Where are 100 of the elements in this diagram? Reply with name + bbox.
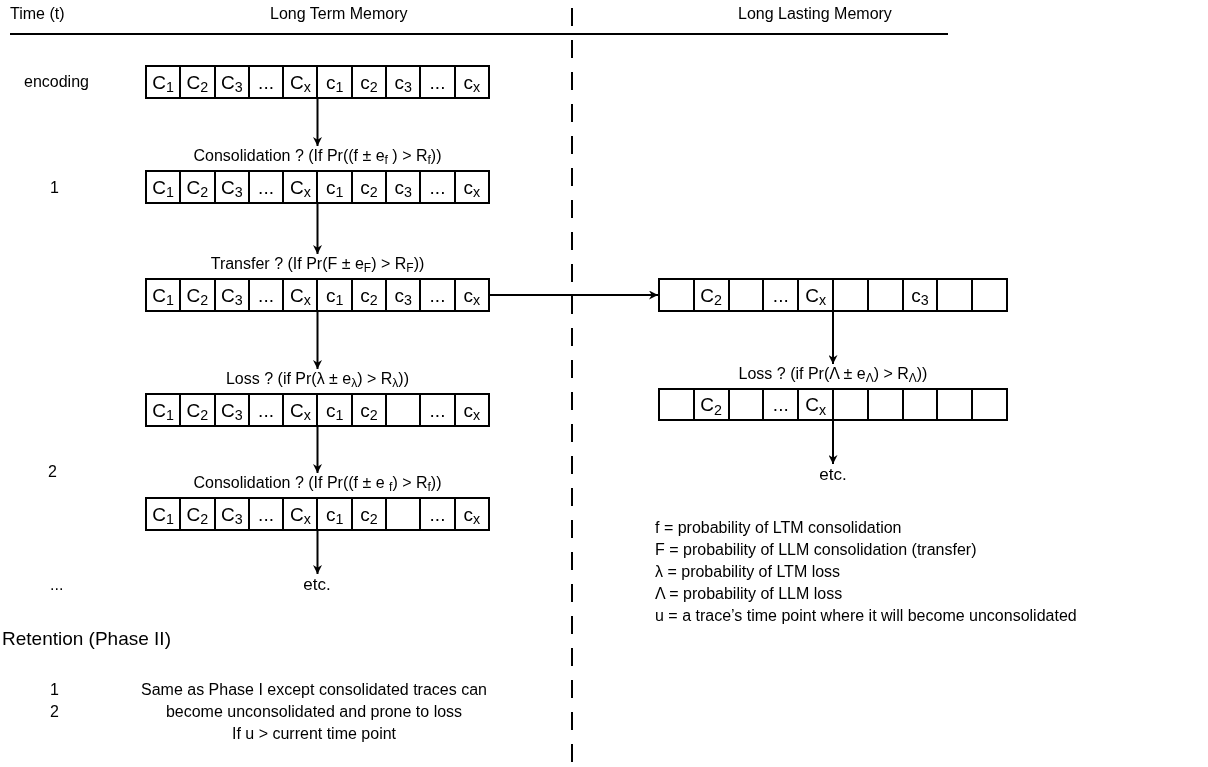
memory-cell: C$_{3}$ <box>213 497 250 531</box>
memory-cell <box>832 388 869 421</box>
memory-cell <box>936 278 974 312</box>
memory-cell: ... <box>247 170 285 204</box>
memory-cell <box>385 393 422 427</box>
memory-cell <box>866 278 904 312</box>
condition-label: Loss ? (if Pr(λ ± e$_{λ}$) > R$_{λ}$)) <box>225 369 409 389</box>
memory-cell: c$_{1}$ <box>316 497 353 531</box>
memory-cell: C$_{2}$ <box>179 393 216 427</box>
memory-cell: c$_{x}$ <box>453 65 490 99</box>
memory-array <box>145 146 490 204</box>
memory-cell: C$_{x}$ <box>282 170 319 204</box>
memory-cell: ... <box>762 388 800 421</box>
text-label: F = probability of LLM consolidation (transfer) <box>655 540 977 560</box>
memory-cell <box>971 388 1008 421</box>
text-label: f = probability of LTM consolidation <box>655 518 902 538</box>
text-label: 2 <box>50 702 59 722</box>
memory-cell: c$_{x}$ <box>453 497 490 531</box>
memory-cell: ... <box>247 278 285 312</box>
memory-cell: c$_{2}$ <box>350 393 388 427</box>
column-header: Long Lasting Memory <box>738 4 892 24</box>
memory-cell <box>727 388 765 421</box>
condition-label: Loss ? (if Pr(Λ ± e$_{Λ}$) > R$_{Λ}$)) <box>738 364 928 384</box>
memory-array <box>658 364 1008 421</box>
memory-cell: C$_{2}$ <box>692 278 730 312</box>
memory-cell: ... <box>419 393 456 427</box>
memory-cell: c$_{3}$ <box>385 65 422 99</box>
memory-cell: C$_{3}$ <box>213 170 250 204</box>
memory-cell: ... <box>419 497 456 531</box>
column-header: Long Term Memory <box>270 4 408 24</box>
continuation-text: etc. <box>819 464 847 486</box>
memory-cell <box>658 278 695 312</box>
continuation-text: etc. <box>303 574 331 596</box>
memory-cell: ... <box>419 65 456 99</box>
memory-cell: c$_{2}$ <box>350 278 388 312</box>
memory-cell: C$_{x}$ <box>282 393 319 427</box>
arrow <box>313 530 322 575</box>
memory-cell: c$_{3}$ <box>901 278 939 312</box>
memory-cell: ... <box>419 170 456 204</box>
memory-cell: C$_{1}$ <box>145 497 182 531</box>
memory-cell: ... <box>247 497 285 531</box>
memory-cell: ... <box>247 393 285 427</box>
text-label: encoding <box>24 72 89 92</box>
memory-array <box>145 369 490 427</box>
memory-cell: C$_{3}$ <box>213 65 250 99</box>
arrow <box>313 98 322 147</box>
memory-cell: c$_{1}$ <box>316 278 353 312</box>
text-label: 1 <box>50 178 59 198</box>
memory-array <box>145 473 490 531</box>
memory-cell: c$_{3}$ <box>385 278 422 312</box>
arrow <box>828 311 838 365</box>
arrow <box>313 311 322 370</box>
arrow <box>489 290 659 300</box>
memory-cell: C$_{x}$ <box>797 388 834 421</box>
memory-cell: ... <box>762 278 800 312</box>
arrow <box>313 426 322 474</box>
memory-cell <box>866 388 904 421</box>
condition-label: Transfer ? (If Pr(F ± e$_{F}$) > R$_{F}$)) <box>210 254 425 274</box>
memory-cell: C$_{1}$ <box>145 278 182 312</box>
memory-cell: c$_{2}$ <box>350 65 388 99</box>
text-label: 1 <box>50 680 59 700</box>
memory-cell: c$_{1}$ <box>316 393 353 427</box>
memory-cell: C$_{x}$ <box>797 278 834 312</box>
memory-cell <box>727 278 765 312</box>
column-header: Time (t) <box>10 4 65 24</box>
memory-array <box>145 254 490 312</box>
text-label: become unconsolidated and prone to loss <box>164 702 464 722</box>
memory-cell <box>658 388 695 421</box>
arrow <box>828 420 838 465</box>
memory-cell: C$_{2}$ <box>179 170 216 204</box>
text-label: If u > current time point <box>230 724 398 744</box>
memory-cell <box>901 388 939 421</box>
memory-cell: C$_{2}$ <box>179 278 216 312</box>
memory-cell: C$_{2}$ <box>692 388 730 421</box>
memory-cell: C$_{2}$ <box>179 65 216 99</box>
memory-cell: C$_{x}$ <box>282 278 319 312</box>
memory-cell <box>385 497 422 531</box>
text-label: Retention (Phase II) <box>2 627 171 651</box>
memory-cell: C$_{1}$ <box>145 393 182 427</box>
memory-cell: c$_{x}$ <box>453 170 490 204</box>
memory-cell <box>971 278 1008 312</box>
memory-cell: c$_{1}$ <box>316 65 353 99</box>
memory-cell: C$_{2}$ <box>179 497 216 531</box>
text-label: Λ = probability of LLM loss <box>655 584 843 604</box>
memory-array <box>145 65 490 99</box>
text-label: ... <box>50 575 64 595</box>
text-label: 2 <box>48 462 57 482</box>
text-label: Same as Phase I except consolidated traces can <box>140 680 488 700</box>
memory-cell: c$_{x}$ <box>453 278 490 312</box>
memory-cell <box>936 388 974 421</box>
memory-cell: C$_{1}$ <box>145 65 182 99</box>
memory-cell: c$_{1}$ <box>316 170 353 204</box>
memory-cell: c$_{x}$ <box>453 393 490 427</box>
memory-cell: c$_{2}$ <box>350 497 388 531</box>
memory-cell: c$_{3}$ <box>385 170 422 204</box>
memory-cell: c$_{2}$ <box>350 170 388 204</box>
memory-array <box>658 278 1008 312</box>
condition-label: Consolidation ? (If Pr((f ± e$_{f}$ ) > R$_{f}$)) <box>193 146 442 166</box>
condition-label: Consolidation ? (If Pr((f ± e $_{f}$) > R$_{f}$)) <box>193 473 442 493</box>
memory-cell: C$_{3}$ <box>213 393 250 427</box>
